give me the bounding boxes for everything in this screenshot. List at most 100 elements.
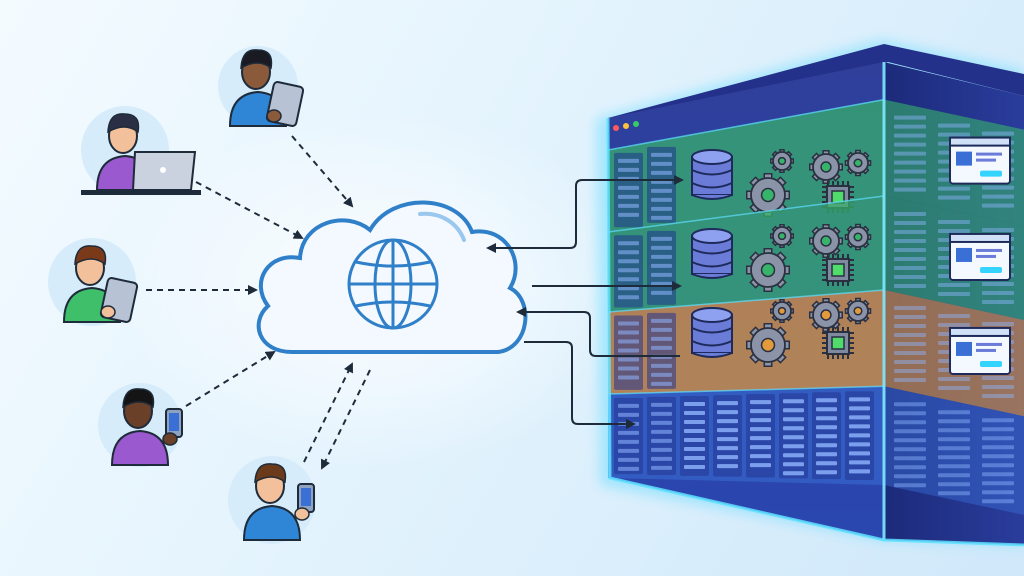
drive-slot — [651, 161, 672, 166]
gear-icon — [809, 224, 843, 258]
phone-icon — [162, 408, 183, 446]
drive-slot — [618, 448, 639, 453]
drive-slot — [618, 366, 639, 371]
drive-slot — [651, 152, 672, 157]
drive-slot — [618, 185, 639, 190]
drive-slot — [651, 402, 672, 407]
side-drive-slot — [982, 375, 1014, 380]
side-drive-slot — [894, 474, 926, 479]
drive-slot — [849, 469, 870, 474]
drive-slot — [618, 412, 639, 417]
user-connections — [146, 135, 371, 470]
side-drive-slot — [938, 446, 970, 451]
drive-slot — [783, 408, 804, 413]
side-drive-slot — [894, 305, 926, 310]
side-drive-slot — [894, 377, 926, 382]
side-drive-slot — [982, 463, 1014, 468]
laptop-icon — [131, 151, 197, 191]
side-drive-slot — [894, 115, 926, 120]
side-drive-slot — [894, 368, 926, 373]
drive-slot — [618, 457, 639, 462]
side-drive-slot — [894, 256, 926, 261]
rack-base-glow — [606, 117, 1024, 547]
side-drive-slot — [982, 454, 1014, 459]
side-drive-slot — [938, 132, 970, 137]
side-drive-slot — [938, 482, 970, 487]
side-drive-slot — [894, 447, 926, 452]
desk — [81, 190, 201, 195]
arrow-server-to-cloud-1 — [486, 179, 682, 253]
browser-window-icon — [949, 136, 1011, 185]
side-drive-slot — [982, 481, 1014, 486]
side-drive-slot — [982, 321, 1014, 326]
side-drive-slot — [938, 228, 970, 233]
drive-slot — [618, 330, 639, 335]
drive-slot — [618, 321, 639, 326]
window-dot-yellow — [623, 123, 629, 129]
drive-slot — [618, 430, 639, 435]
side-drive-slot — [982, 281, 1014, 286]
server-connections — [486, 175, 684, 429]
side-drive-slot — [894, 332, 926, 337]
globe-icon — [347, 238, 439, 330]
side-drive-slot — [982, 299, 1014, 304]
gear-icon — [844, 149, 872, 177]
drive-slot — [816, 434, 837, 439]
arrow-server-to-cloud-3 — [516, 307, 680, 357]
drive-slot — [750, 427, 771, 432]
drive-slot — [816, 443, 837, 448]
side-drive-slot — [894, 350, 926, 355]
side-drive-slot — [938, 385, 970, 390]
drive-slot — [651, 429, 672, 434]
drive-slot — [717, 455, 738, 460]
side-drive-slot — [938, 195, 970, 200]
cloud-highlight — [418, 211, 466, 242]
arrow-tablet-user-to-cloud — [291, 135, 354, 208]
side-drive-slot — [938, 473, 970, 478]
drive-slot — [618, 194, 639, 199]
gear-icon — [770, 299, 794, 323]
side-drive-slot — [982, 427, 1014, 432]
side-drive-slot — [894, 420, 926, 425]
drive-slot — [750, 409, 771, 414]
side-drive-slot — [894, 456, 926, 461]
drive-slot — [618, 439, 639, 444]
drive-slot — [684, 401, 705, 406]
side-drive-slot — [938, 123, 970, 128]
drive-slot — [618, 268, 639, 273]
drive-slot — [651, 438, 672, 443]
drive-slot — [651, 170, 672, 175]
side-drive-slot — [938, 410, 970, 415]
server-tier-1 — [607, 98, 1024, 232]
side-drive-slot — [938, 313, 970, 318]
side-drive-slot — [894, 133, 926, 138]
drive-slot — [651, 254, 672, 259]
database-top — [691, 307, 733, 323]
gear-icon — [770, 149, 794, 173]
drive-slot — [816, 425, 837, 430]
server-unit — [647, 312, 676, 389]
drive-slot — [849, 433, 870, 438]
browser-window-icon — [949, 232, 1011, 281]
gear-icon — [746, 323, 790, 367]
drive-slot — [684, 410, 705, 415]
drive-slot — [618, 348, 639, 353]
drive-slot — [618, 277, 639, 282]
user-hair — [107, 113, 140, 134]
drive-slot — [651, 420, 672, 425]
drive-slot — [618, 167, 639, 172]
database-icon — [691, 149, 733, 200]
cloud — [256, 200, 528, 354]
side-drive-slot — [938, 376, 970, 381]
drive-slot — [717, 401, 738, 406]
server-unit — [614, 397, 643, 475]
drive-slot — [750, 436, 771, 441]
side-drive-slot — [982, 393, 1014, 398]
drive-slot — [816, 398, 837, 403]
user-body — [242, 504, 302, 541]
side-drive-slot — [982, 131, 1014, 136]
drive-slot — [783, 417, 804, 422]
user-body — [110, 429, 170, 466]
drive-slot — [849, 451, 870, 456]
